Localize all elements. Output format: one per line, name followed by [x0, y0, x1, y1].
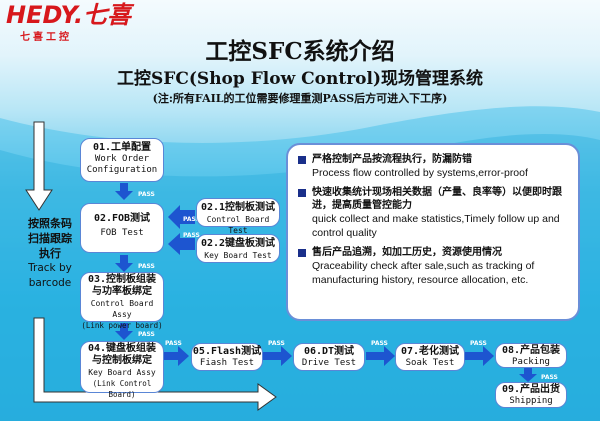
step-06-drive-test: 06.DT测试 Drive Test [293, 343, 365, 371]
pass-label: PASS [138, 263, 155, 270]
info-item-2: 快速收集统计现场相关数据（产量、良率等）以便即时跟进，提高质量管控能力 quic… [298, 186, 570, 240]
step-02-1-control-board-test: 02.1控制板测试 Control Board Test [196, 198, 280, 235]
bullet-icon [298, 249, 306, 257]
step-02-2-zh: 02.2键盘板测试 [200, 238, 276, 249]
step-08-zh: 08.产品包装 [501, 345, 561, 356]
info-item-3-en: Qraceability check after sale,such as tr… [312, 260, 535, 286]
pass-label: PASS [138, 191, 155, 198]
step-02-fob-test: 02.FOB测试 FOB Test [80, 203, 164, 253]
step-01-en1: Work Order [94, 154, 150, 164]
pass-label: PASS [165, 340, 182, 347]
brand-logo-sub: 七喜工控 [20, 32, 72, 43]
info-item-1: 严格控制产品按流程执行，防漏防错 Process flow controlled… [298, 153, 570, 180]
side-label-en1: Track by [28, 262, 72, 274]
info-item-3: 售后产品追溯，如加工历史，资源使用情况 Qraceability check a… [298, 246, 570, 287]
side-label-zh1: 按照条码 [28, 217, 72, 230]
step-04-en2: (Link Control Board) [92, 379, 152, 399]
step-01-zh: 01.工单配置 [92, 142, 152, 153]
step-04-key-board-assy: 04.键盘板组装 与控制板绑定 Key Board Assy (Link Con… [80, 341, 164, 399]
pass-label: PASS [541, 374, 558, 381]
step-01-en2: Configuration [86, 165, 158, 175]
pass-label: PASS [183, 232, 200, 239]
step-09-en1: Shipping [509, 396, 553, 406]
pass-label: PASS [268, 340, 285, 347]
step-02-en1: FOB Test [100, 228, 144, 238]
step-02-2-en1: Key Board Test [204, 251, 272, 260]
pass-label: PASS [371, 340, 388, 347]
step-02-1-zh: 02.1控制板测试 [200, 202, 276, 213]
step-04-zh2: 与控制板绑定 [92, 355, 152, 366]
side-label-zh2: 扫描跟踪 [28, 232, 72, 245]
info-panel: 严格控制产品按流程执行，防漏防错 Process flow controlled… [286, 143, 580, 321]
page-title: 工控SFC系统介绍 [205, 38, 395, 65]
step-07-zh: 07.老化测试 [400, 346, 460, 357]
track-by-barcode-label: 按照条码 扫描跟踪 执行 Track by barcode [20, 216, 80, 291]
bullet-icon [298, 156, 306, 164]
fail-note: (注:所有FAIL的工位需要修理重测PASS后方可进入下工序) [152, 92, 448, 105]
step-05-zh: 05.Flash测试 [192, 346, 262, 357]
step-08-en1: Packing [512, 357, 550, 367]
bullet-icon [298, 189, 306, 197]
step-05-flash-test: 05.Flash测试 Fiash Test [191, 343, 263, 371]
brand-logo: HEDY.七喜 [6, 1, 132, 29]
step-03-en2: (Link power board) [81, 321, 163, 330]
step-02-1-en1: Control Board Test [206, 215, 270, 235]
info-item-3-zh: 售后产品追溯，如加工历史，资源使用情况 [312, 247, 502, 258]
step-03-en1: Control Board Assy [90, 299, 154, 319]
step-06-zh: 06.DT测试 [303, 346, 355, 357]
step-04-en1: Key Board Assy [88, 368, 156, 377]
step-03-control-board-assy: 03.控制板组装 与功率板绑定 Control Board Assy (Link… [80, 272, 164, 330]
side-label-zh3: 执行 [39, 247, 61, 260]
step-07-soak-test: 07.老化测试 Soak Test [395, 343, 465, 371]
step-02-zh: 02.FOB测试 [93, 213, 151, 224]
step-07-en1: Soak Test [405, 358, 455, 368]
step-03-zh2: 与功率板绑定 [92, 286, 152, 297]
step-01-work-order: 01.工单配置 Work Order Configuration [80, 138, 164, 182]
info-item-1-zh: 严格控制产品按流程执行，防漏防错 [312, 154, 472, 165]
step-03-zh1: 03.控制板组装 [87, 274, 157, 285]
step-05-en1: Fiash Test [199, 358, 255, 368]
step-08-packing: 08.产品包装 Packing [495, 343, 567, 368]
step-04-zh1: 04.键盘板组装 [87, 343, 157, 354]
side-label-en2: barcode [28, 277, 72, 289]
pass-label: PASS [470, 340, 487, 347]
step-06-en1: Drive Test [301, 358, 357, 368]
pass-label: PASS [138, 331, 155, 338]
step-02-2-key-board-test: 02.2键盘板测试 Key Board Test [196, 234, 280, 263]
step-09-zh: 09.产品出货 [501, 384, 561, 395]
page-subtitle: 工控SFC(Shop Flow Control)现场管理系统 [117, 69, 483, 89]
pass-label: PASS [183, 216, 200, 223]
info-item-2-en: quick collect and make statistics,Timely… [312, 213, 560, 239]
info-item-1-en: Process flow controlled by systems,error… [312, 167, 528, 179]
info-item-2-zh: 快速收集统计现场相关数据（产量、良率等）以便即时跟进，提高质量管控能力 [312, 187, 562, 211]
step-09-shipping: 09.产品出货 Shipping [495, 382, 567, 408]
